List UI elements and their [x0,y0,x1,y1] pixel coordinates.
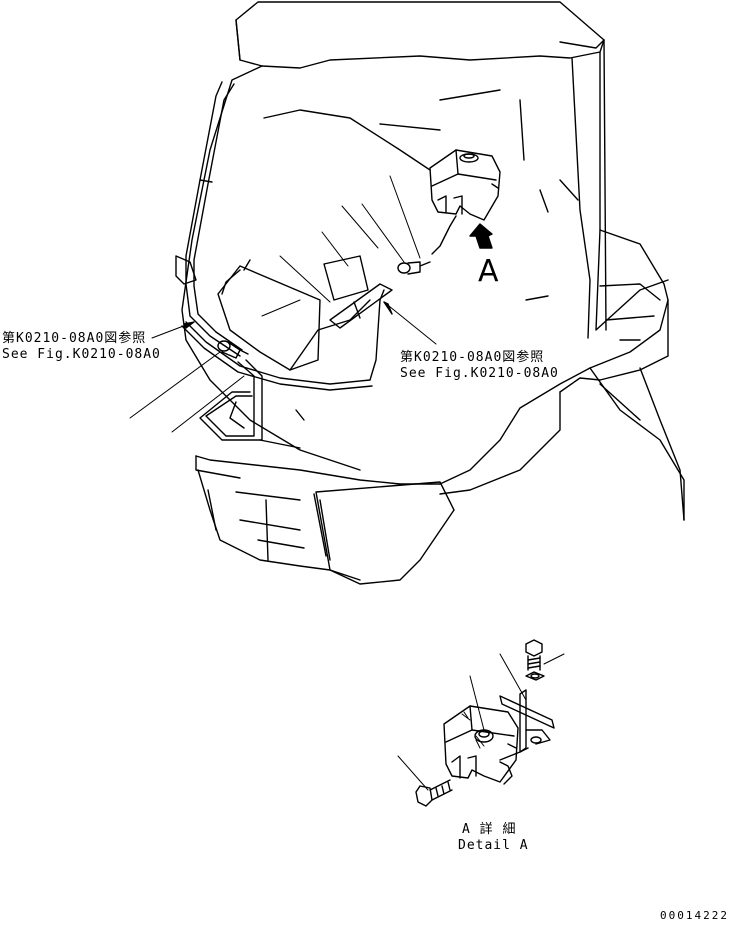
drawing-number: 00014222 [660,909,729,922]
detail-a-title-jp: A 詳 細 [462,822,517,837]
detail-a-title-en: Detail A [458,838,529,853]
right-reference-jp: 第K0210-08A0図参照 [400,350,545,365]
detail-tank [444,706,518,784]
detail-bolt-top [526,640,544,680]
leader-lines-main [130,176,436,432]
detail-bracket [500,690,554,760]
washer-tank [430,150,500,254]
lower-cab [196,456,454,584]
detail-bolt-side [416,780,452,806]
washer-nozzle-center [398,262,430,274]
engine-hood [440,230,684,520]
ref-arrowhead-right [384,302,392,314]
nozzle-pipe [200,360,262,440]
detail-marks [464,712,480,748]
left-reference-jp: 第K0210-08A0図参照 [2,331,147,346]
washer-nozzle-left [218,341,248,358]
cab-body [182,40,668,470]
view-a-letter: A [478,254,499,289]
leader-lines-detail [398,654,564,790]
view-arrow [470,224,492,248]
dashboard-panel [218,256,370,448]
window-frame-rail [176,82,242,356]
ref-arrowhead-left [184,322,194,328]
left-reference-en: See Fig.K0210-08A0 [2,347,161,362]
washer-hose [182,284,392,390]
cab-roof [236,2,604,68]
right-reference-en: See Fig.K0210-08A0 [400,366,559,381]
tire [590,368,684,520]
